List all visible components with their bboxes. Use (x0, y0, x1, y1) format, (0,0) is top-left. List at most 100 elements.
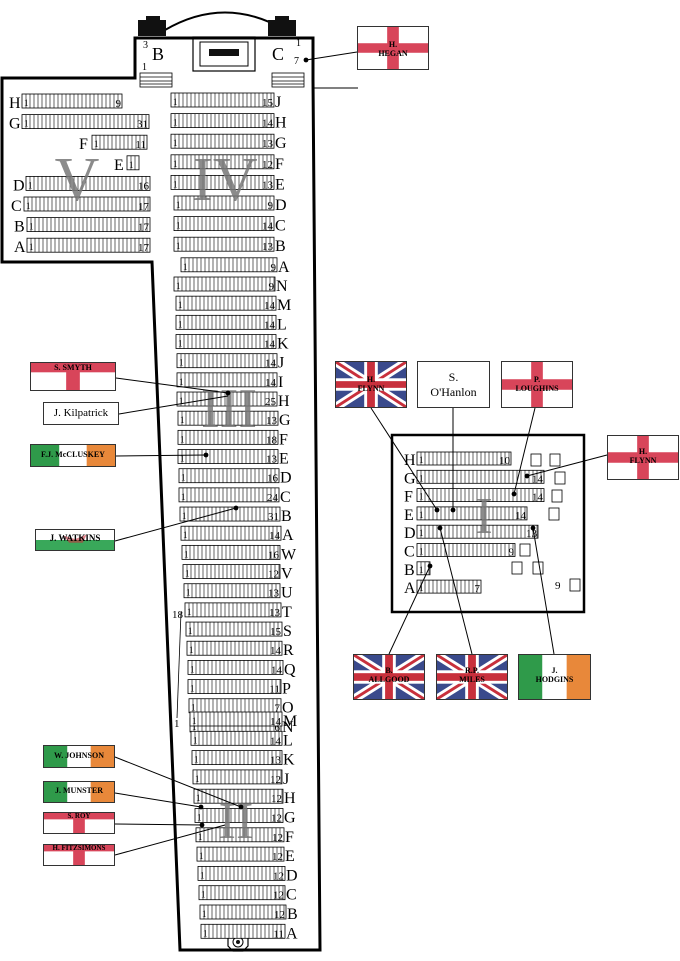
seat-row (170, 113, 275, 128)
row-label: G (279, 412, 291, 429)
leader-lines (114, 51, 608, 856)
row-label: I (278, 374, 283, 391)
section-numeral: I (475, 488, 492, 545)
seat-start-number: 1 (198, 832, 203, 842)
person-name: R.P. MILES (459, 666, 485, 684)
leader-line (115, 454, 207, 457)
leader-line (114, 823, 203, 826)
seat-marker (524, 473, 530, 479)
seat-start-number: 1 (180, 415, 185, 425)
seat-block (530, 453, 542, 467)
row-label: G (284, 810, 296, 827)
seat-start-number: 1 (179, 396, 184, 406)
row-label: M (277, 297, 291, 314)
row-label: D (280, 470, 292, 487)
tag-fitzsimons: H. FITZSIMONS (43, 844, 115, 866)
seat-start-number: 1 (182, 511, 187, 521)
seat-start-number: 1 (202, 909, 207, 919)
seat-row (26, 217, 151, 233)
person-name: J. MUNSTER (54, 786, 103, 795)
seat-start-number: 1 (419, 492, 424, 502)
seat-start-number: 1 (183, 262, 188, 272)
seat-end-number: 11 (269, 684, 280, 696)
row-label: N (276, 278, 288, 295)
seat-row (187, 660, 284, 675)
seat-start-number: 1 (419, 528, 424, 538)
seat-start-number: 1 (187, 607, 192, 617)
seat-end-number: 17 (138, 201, 150, 213)
row-label: E (404, 507, 414, 524)
row-label: E (285, 848, 295, 865)
row-label: E (279, 451, 289, 468)
seat-row (416, 524, 539, 539)
seat-block (532, 561, 544, 575)
side-number: 18 (172, 609, 184, 621)
seat-end-number: 9 (269, 281, 275, 293)
row-label: D (286, 867, 298, 884)
seat-row (178, 487, 280, 503)
tag-watkins: J. WATKINS (35, 529, 115, 551)
seat-end-number: 17 (138, 242, 150, 254)
seat-end-number: 14 (264, 339, 276, 351)
person-name: H. HEGAN (378, 40, 408, 58)
tag-johnson: W. JOHNSON (43, 745, 115, 768)
leader-line (114, 792, 202, 808)
seat-row (25, 175, 151, 191)
seat-end-number: 12 (262, 159, 273, 171)
tag-kilpatrick: J. Kilpatrick (43, 402, 119, 425)
seat-end-number: 12 (273, 890, 284, 902)
seat-start-number: 1 (180, 434, 185, 444)
seat-start-number: 1 (196, 793, 201, 803)
seat-end-number: 9 (555, 580, 561, 592)
seat-start-number: 1 (185, 569, 190, 579)
corner-number: 1 (142, 62, 147, 73)
row-label: D (404, 525, 416, 542)
seat-start-number: 1 (181, 473, 186, 483)
seat-row (178, 468, 280, 484)
person-name: J. HODGINS (535, 666, 574, 684)
seat-end-number: 16 (138, 180, 150, 192)
seat-marker (450, 507, 456, 513)
row-label: C (404, 544, 415, 561)
seat-start-number: 1 (179, 377, 184, 387)
seat-end-number: 9 (271, 262, 277, 274)
seat-end-number: 14 (271, 664, 283, 676)
row-label: F (404, 489, 413, 506)
seat-end-number: 13 (262, 179, 274, 191)
seat-start-number: 1 (176, 221, 181, 231)
seat-row (23, 196, 151, 212)
seat-row (175, 314, 277, 330)
seat-row (170, 174, 275, 190)
seat-row (200, 923, 286, 939)
person-name: W. JOHNSON (54, 751, 104, 760)
seat-start-number: 1 (173, 138, 178, 148)
row-label: A (278, 259, 290, 276)
row-label: C (11, 198, 22, 215)
seat-row (177, 410, 279, 426)
seat-start-number: 1 (173, 179, 178, 189)
seat-end-number: 14 (262, 118, 274, 130)
row-label: H (278, 393, 290, 410)
seat-row (170, 92, 275, 108)
row-label: K (277, 336, 289, 353)
seat-row (176, 372, 278, 388)
seat-row (179, 506, 281, 522)
row-label: G (275, 135, 287, 152)
seat-start-number: 1 (29, 242, 34, 252)
seat-end-number: 13 (262, 138, 274, 150)
person-name: S. ROY (67, 812, 91, 820)
seat-row (173, 195, 275, 211)
tag-mccluskey: F.J. McCLUSKEY (30, 444, 116, 467)
seat-end-number: 9 (509, 547, 515, 559)
seat-block (511, 561, 523, 575)
seat-start-number: 1 (173, 159, 178, 169)
seat-start-number: 1 (180, 454, 185, 464)
seat-block (551, 489, 563, 503)
seat-block (569, 578, 581, 592)
seat-start-number: 1 (129, 160, 134, 170)
seat-end-number: 14 (515, 510, 527, 522)
seat-start-number: 1 (176, 241, 181, 251)
row-label: D (275, 197, 287, 214)
